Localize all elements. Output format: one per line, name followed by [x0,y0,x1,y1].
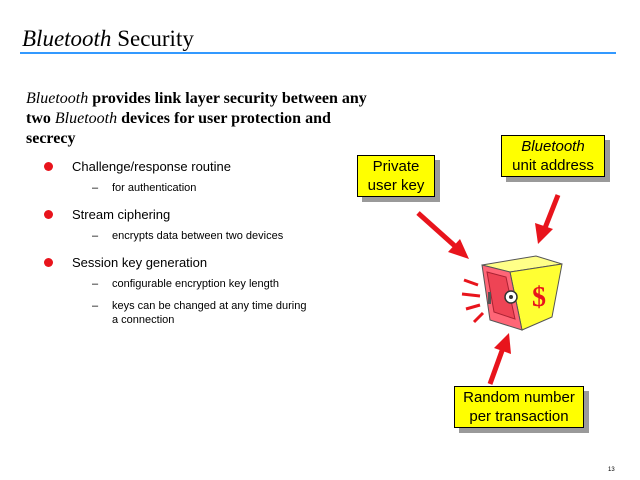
bullet-item: Stream ciphering [40,206,370,223]
motion-lines-icon [461,278,485,324]
sub-label: encrypts data between two devices [112,230,284,242]
bullet-dot-icon [44,162,53,171]
intro-part-1: Bluetooth [26,90,89,107]
callout-random-number: Random number per transaction [454,386,584,428]
bullet-dot-icon [44,210,53,219]
callout-line: user key [367,177,425,194]
title-divider [20,52,616,54]
arrow-icon [487,333,511,385]
intro-part-2: provides link layer security between any… [26,90,367,127]
callout-line: per transaction [469,408,569,425]
dash-icon: – [92,182,99,194]
intro-paragraph: Bluetooth provides link layer security b… [26,89,371,149]
callout-line: Private [372,158,420,175]
sub-label: for authentication [112,182,197,194]
bullet-label: Session key generation [72,255,208,270]
bullet-dot-icon [44,258,53,267]
callout-line: Bluetooth [521,138,585,155]
dash-icon: – [92,278,99,290]
page-number: 13 [608,467,615,473]
sub-item: – encrypts data between two devices [40,229,370,243]
bullet-label: Stream ciphering [72,207,171,222]
bullet-list: Challenge/response routine – for authent… [40,158,370,327]
callout-line: unit address [512,157,594,174]
sub-item: – for authentication [40,181,370,195]
bullet-item: Session key generation [40,254,370,271]
slide-title: Bluetooth Security [22,25,194,53]
arrow-icon [416,211,469,259]
dash-icon: – [92,300,99,312]
safe-icon: $ [481,255,563,331]
sub-item: – configurable encryption key length [40,277,370,291]
sub-item: – keys can be changed at any time during… [40,299,312,327]
callout-line: Random number [463,389,575,406]
callout-unit-address: Bluetooth unit address [501,135,605,177]
dash-icon: – [92,230,99,242]
title-italic: Bluetooth [22,26,112,51]
callout-private-user-key: Private user key [357,155,435,197]
bullet-item: Challenge/response routine [40,158,370,175]
title-rest: Security [111,26,194,51]
sub-label: keys can be changed at any time during a… [112,300,307,326]
arrow-icon [535,194,561,244]
sub-label: configurable encryption key length [112,278,279,290]
intro-part-3: Bluetooth [54,110,118,127]
intro-part-4: devices for user protection and secrecy [26,110,331,147]
bullet-label: Challenge/response routine [72,159,231,174]
dollar-sign-icon: $ [532,282,546,313]
